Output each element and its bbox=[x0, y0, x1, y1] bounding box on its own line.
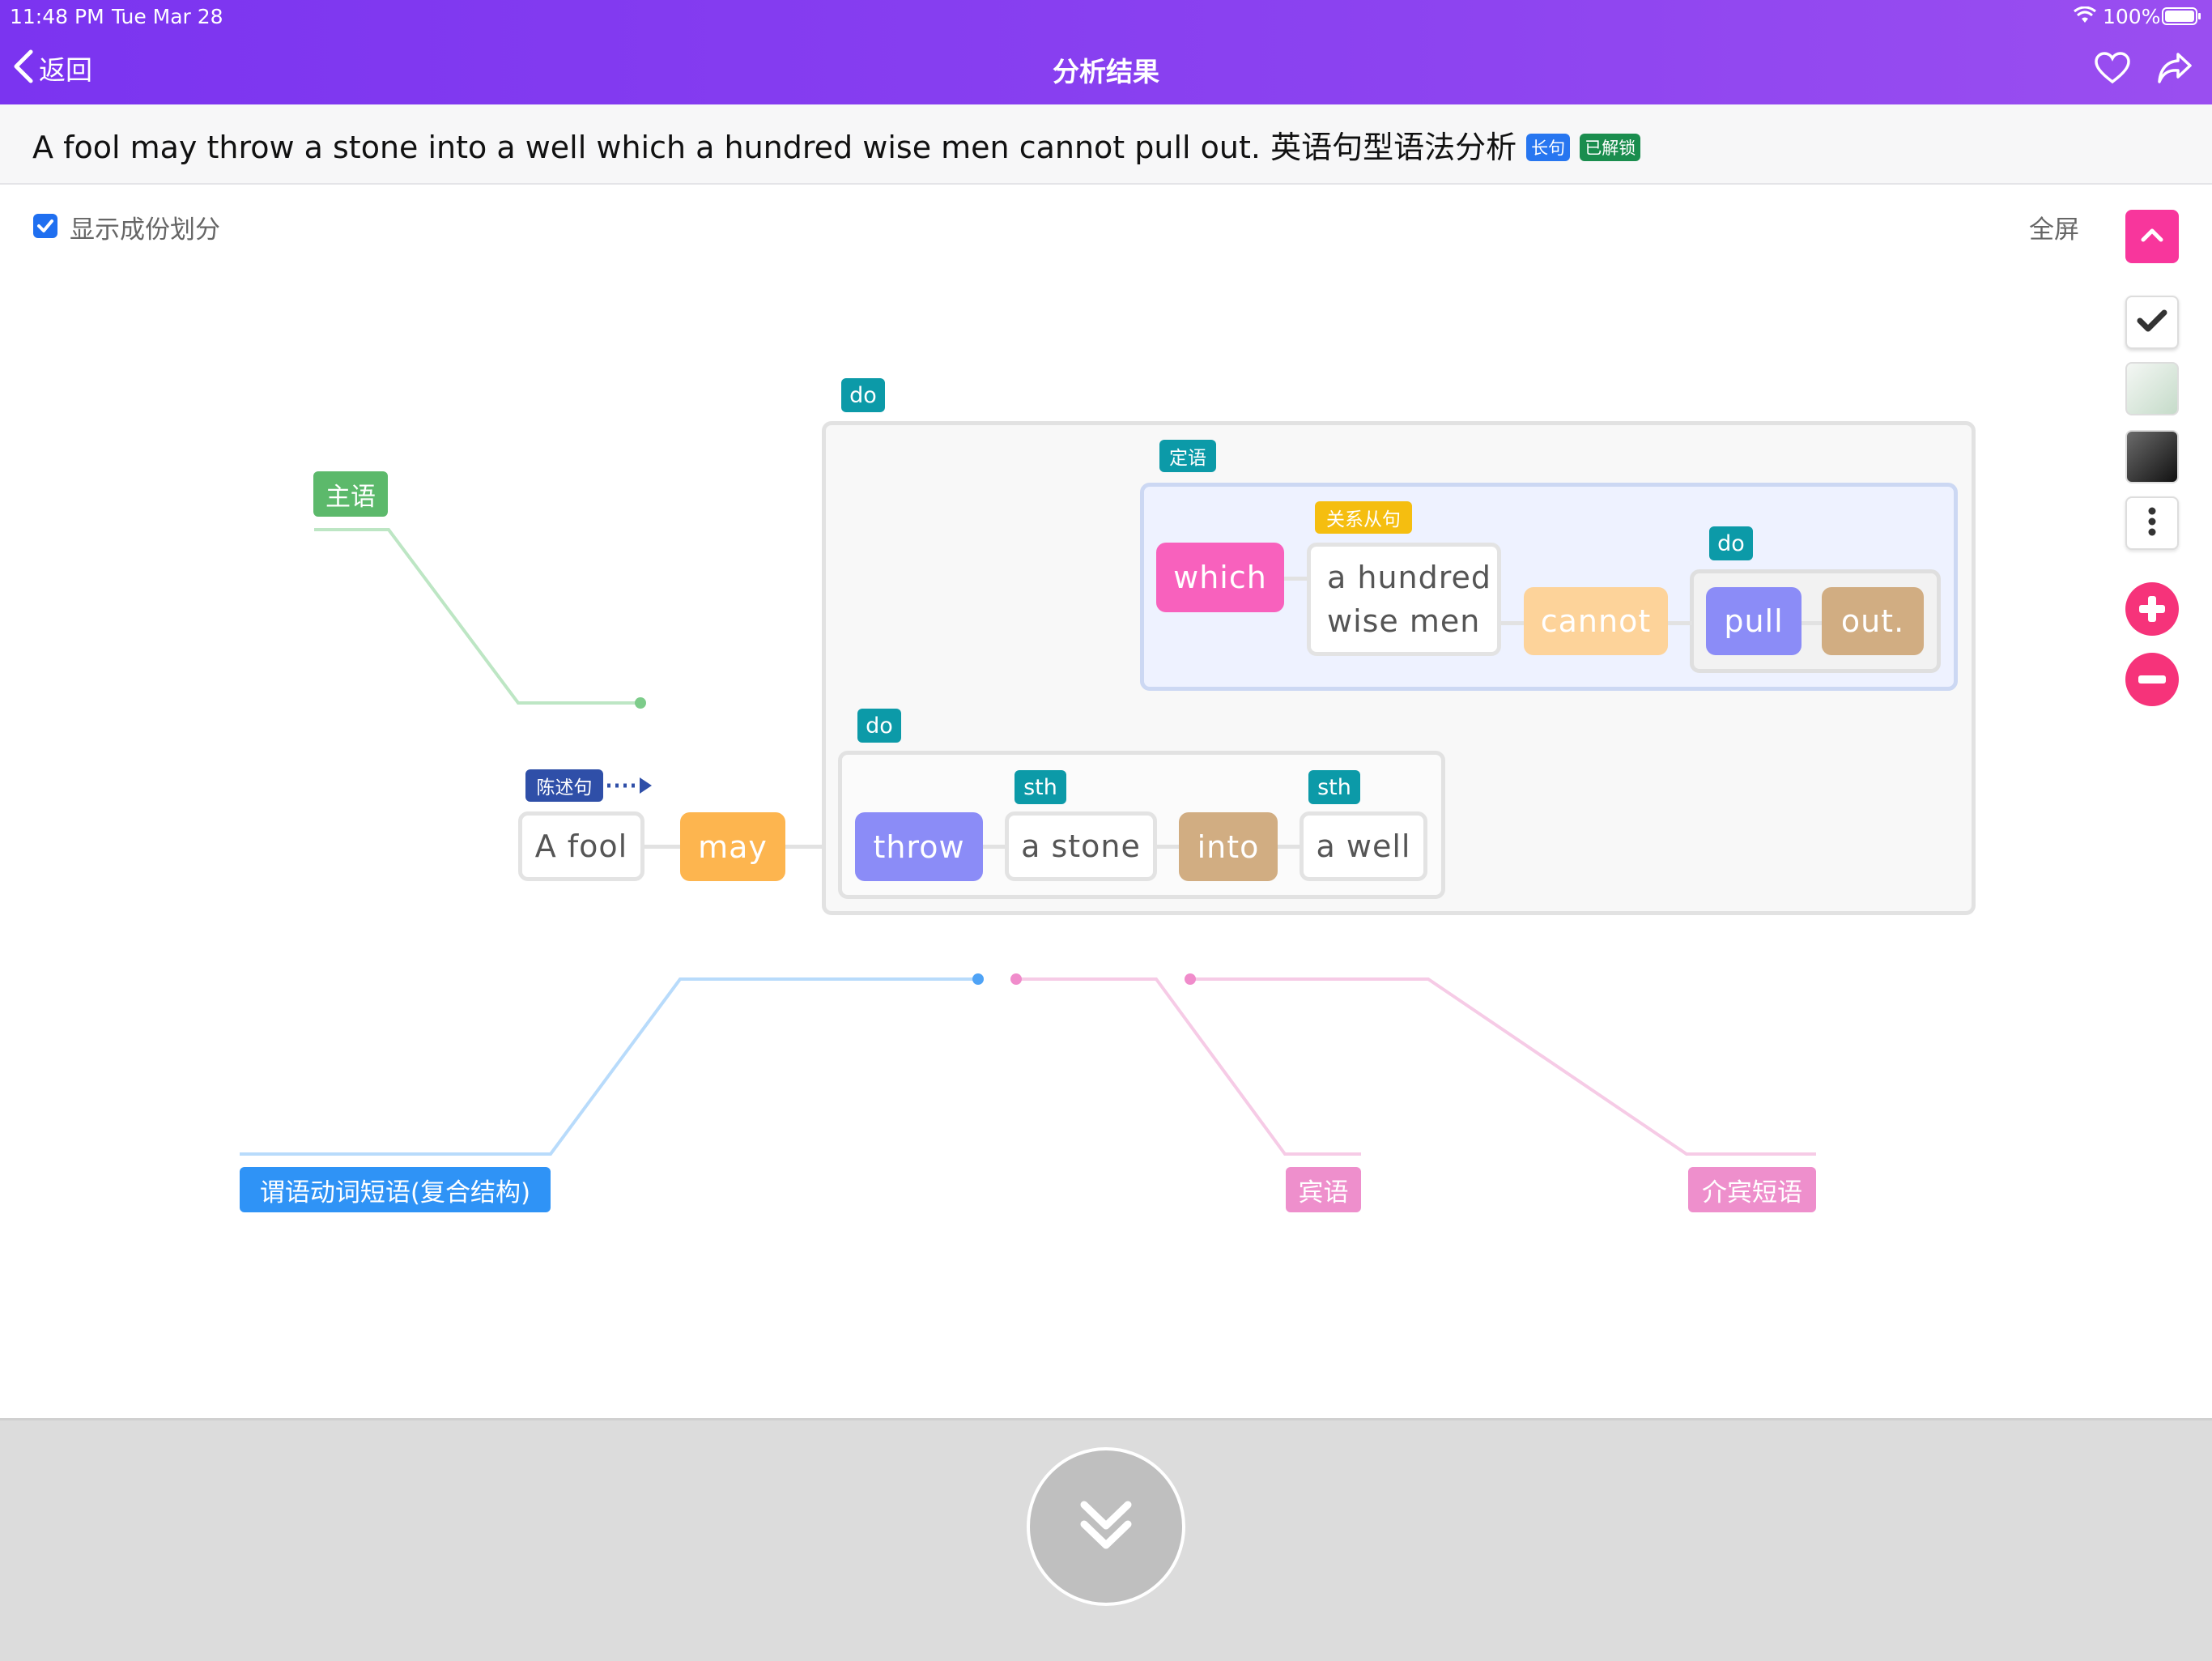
show-components-label: 显示成份划分 bbox=[70, 215, 220, 245]
plus-circle-icon bbox=[2125, 582, 2180, 640]
heart-icon[interactable] bbox=[2095, 52, 2130, 87]
chevron-up-icon bbox=[2140, 227, 2164, 246]
sentence-line: A fool may throw a stone into a well whi… bbox=[32, 122, 1641, 167]
tag-do-clause: do bbox=[857, 709, 901, 743]
share-icon[interactable] bbox=[2157, 52, 2193, 87]
fullscreen-button[interactable]: 全屏 bbox=[2029, 215, 2079, 245]
word-pull[interactable]: pull bbox=[1706, 587, 1802, 655]
word-a-well[interactable]: a well bbox=[1300, 811, 1427, 881]
more-options-button[interactable] bbox=[2125, 496, 2179, 550]
collapse-up-button[interactable] bbox=[2125, 210, 2179, 263]
tag-sth-object: sth bbox=[1015, 770, 1066, 804]
battery-percent: 100% bbox=[2103, 5, 2161, 28]
word-wise-men-line: wise men bbox=[1327, 603, 1481, 639]
status-time: 11:48 PM bbox=[10, 5, 104, 28]
tag-relative-clause: 关系从句 bbox=[1315, 501, 1412, 534]
status-date: Tue Mar 28 bbox=[112, 5, 223, 28]
label-predicate: 谓语动词短语(复合结构) bbox=[240, 1167, 551, 1212]
wifi-icon bbox=[2073, 6, 2097, 28]
sentence-text: A fool may throw a stone into a well whi… bbox=[32, 130, 1517, 165]
tag-sth-prep: sth bbox=[1308, 770, 1360, 804]
expand-down-button[interactable] bbox=[1027, 1447, 1185, 1606]
word-which[interactable]: which bbox=[1156, 543, 1284, 612]
theme-light-button[interactable] bbox=[2125, 362, 2179, 415]
word-throw[interactable]: throw bbox=[855, 812, 983, 881]
zoom-out-button[interactable] bbox=[2125, 652, 2180, 710]
word-into[interactable]: into bbox=[1179, 812, 1278, 881]
label-prep-phrase: 介宾短语 bbox=[1688, 1167, 1816, 1212]
tag-declarative: 陈述句 bbox=[525, 769, 603, 802]
tag-do-outer: do bbox=[841, 378, 885, 412]
label-subject: 主语 bbox=[313, 471, 388, 517]
tag-attributive: 定语 bbox=[1159, 440, 1216, 472]
theme-dark-button[interactable] bbox=[2125, 430, 2179, 483]
word-out[interactable]: out. bbox=[1822, 587, 1924, 655]
word-cannot[interactable]: cannot bbox=[1524, 587, 1668, 655]
word-may[interactable]: may bbox=[680, 812, 785, 881]
tag-do-inner: do bbox=[1709, 526, 1753, 560]
check-style-button[interactable] bbox=[2125, 296, 2179, 349]
show-components-toggle[interactable]: 显示成份划分 bbox=[32, 209, 220, 245]
back-button[interactable]: 返回 bbox=[13, 49, 92, 87]
long-sentence-badge: 长句 bbox=[1526, 133, 1571, 161]
chevron-left-icon bbox=[13, 49, 34, 87]
checkmark-icon bbox=[2136, 308, 2168, 337]
double-chevron-down-icon bbox=[1078, 1497, 1134, 1557]
label-object: 宾语 bbox=[1286, 1167, 1361, 1212]
battery-icon bbox=[2162, 6, 2202, 29]
checkbox-checked-icon[interactable] bbox=[32, 213, 58, 242]
unlocked-badge: 已解锁 bbox=[1580, 133, 1641, 161]
word-a-hundred-line: a hundred bbox=[1327, 560, 1492, 595]
top-nav-bar: 11:48 PM Tue Mar 28 100% 返回 分析结果 bbox=[0, 0, 2212, 104]
minus-circle-icon bbox=[2125, 653, 2180, 710]
vertical-dots-icon bbox=[2148, 507, 2156, 539]
sentence-bar: A fool may throw a stone into a well whi… bbox=[0, 104, 2212, 185]
zoom-in-button[interactable] bbox=[2125, 581, 2180, 640]
word-a-fool[interactable]: A fool bbox=[518, 811, 644, 881]
word-a-hundred-wise-men[interactable]: a hundred wise men bbox=[1307, 543, 1501, 656]
page-title: 分析结果 bbox=[1053, 56, 1159, 87]
word-a-stone[interactable]: a stone bbox=[1005, 811, 1157, 881]
back-label: 返回 bbox=[39, 54, 92, 86]
